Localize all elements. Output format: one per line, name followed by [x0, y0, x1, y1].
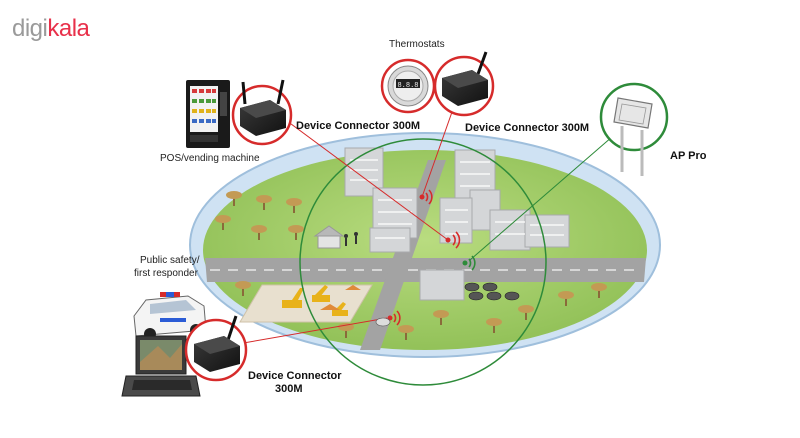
device-connector-top-left-label: Device Connector 300M	[296, 120, 421, 132]
ap-pro-icon	[613, 97, 653, 176]
parked-cars	[464, 282, 520, 301]
road-diagonal	[360, 160, 446, 350]
signal-icon-red-3	[387, 310, 401, 326]
public-safety-label-line1: Public safety/	[140, 255, 200, 266]
signal-icon-red-2	[419, 189, 433, 205]
brand-logo[interactable]: digikala	[12, 15, 90, 43]
signal-icon-green	[462, 255, 476, 271]
vending-machine	[186, 80, 230, 148]
thermostats-label: Thermostats	[389, 39, 445, 50]
thermostat-display: 8.8.8	[397, 82, 418, 90]
brand-logo-part1: digi	[12, 15, 48, 42]
ap-coverage-circle	[299, 138, 547, 386]
signal-icon-red-1	[445, 231, 461, 249]
brand-logo-part2: kala	[47, 15, 90, 42]
construction-zone	[239, 284, 373, 323]
house	[313, 225, 345, 249]
thermostat-icon	[387, 65, 429, 107]
device-connector-top-right-label: Device Connector 300M	[465, 122, 590, 134]
link-ap-to-city	[469, 129, 621, 261]
device-connector-top-left-icon	[240, 79, 286, 136]
public-safety-label-line2: first responder	[134, 268, 198, 279]
construction-equipment	[282, 285, 361, 316]
city-buildings	[344, 147, 570, 301]
link-vending-to-city	[282, 117, 449, 241]
building-windows	[350, 159, 564, 239]
device-connector-bottom-label-line1: Device Connector	[248, 370, 342, 382]
device-connector-bottom-icon	[194, 315, 240, 372]
pos-vending-label: POS/vending machine	[160, 153, 260, 164]
trees	[215, 191, 607, 340]
police-car-small	[375, 317, 391, 327]
people	[344, 232, 358, 246]
ap-pro-label: AP Pro	[670, 150, 707, 162]
link-public-safety-to-city	[225, 317, 388, 347]
device-connector-top-right-icon	[442, 51, 488, 106]
link-thermostat-to-city	[421, 111, 453, 198]
device-connector-bottom-label-line2: 300M	[275, 383, 303, 395]
rugged-laptop	[121, 335, 201, 397]
